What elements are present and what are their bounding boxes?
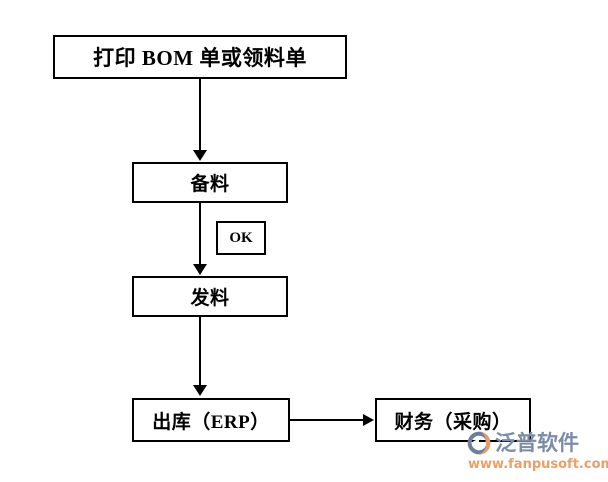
node-issue-label: 发料	[190, 288, 230, 309]
edge-outbound-to-finance-line	[290, 419, 365, 421]
node-prepare-label: 备料	[190, 174, 230, 195]
watermark-url-text: www.fanpusoft.com	[468, 457, 608, 472]
node-print-bom[interactable]: 打印 BOM 单或领料单	[53, 35, 347, 79]
edge-outbound-to-finance-arrowhead	[363, 414, 374, 426]
edge-print-to-prepare-line	[199, 79, 201, 151]
node-outbound-label: 出库（ERP）	[152, 411, 270, 433]
node-issue[interactable]: 发料	[132, 276, 288, 317]
edge-prepare-to-issue-line	[199, 203, 201, 265]
edge-label-ok-text: OK	[229, 229, 253, 246]
edge-prepare-to-issue-arrowhead	[193, 264, 207, 275]
edge-label-ok: OK	[216, 221, 266, 255]
fanpu-circle-logo-icon	[467, 431, 491, 455]
node-finance-label: 财务（采购）	[394, 411, 512, 433]
node-outbound[interactable]: 出库（ERP）	[132, 398, 290, 442]
watermark-brand-text: 泛普软件	[495, 431, 579, 455]
edge-issue-to-outbound-line	[199, 317, 201, 387]
watermark: 泛普软件 www.fanpusoft.com	[466, 430, 608, 480]
node-print-bom-label: 打印 BOM 单或领料单	[93, 46, 307, 70]
watermark-brand-row: 泛普软件	[466, 430, 606, 456]
node-finance[interactable]: 财务（采购）	[375, 398, 531, 442]
edge-print-to-prepare-arrowhead	[193, 150, 207, 161]
node-prepare[interactable]: 备料	[132, 162, 288, 203]
edge-issue-to-outbound-arrowhead	[193, 385, 207, 396]
